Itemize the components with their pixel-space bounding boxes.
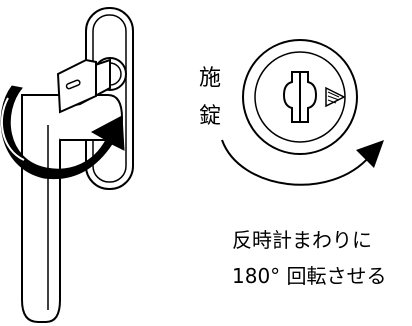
- rotation-arrow-black: [0, 85, 125, 180]
- triangle-marker-icon: [325, 86, 346, 108]
- key: [56, 58, 111, 114]
- instruction-line-2: 180° 回転させる: [232, 264, 387, 288]
- lever-handle: [21, 94, 61, 323]
- rotation-arc-arrow: [221, 139, 384, 186]
- keyhole-icon: [282, 71, 318, 123]
- lock-label-char-2: 錠: [199, 104, 222, 129]
- lock-label-char-1: 施: [199, 66, 222, 91]
- instruction-line-1: 反時計まわりに: [232, 228, 372, 252]
